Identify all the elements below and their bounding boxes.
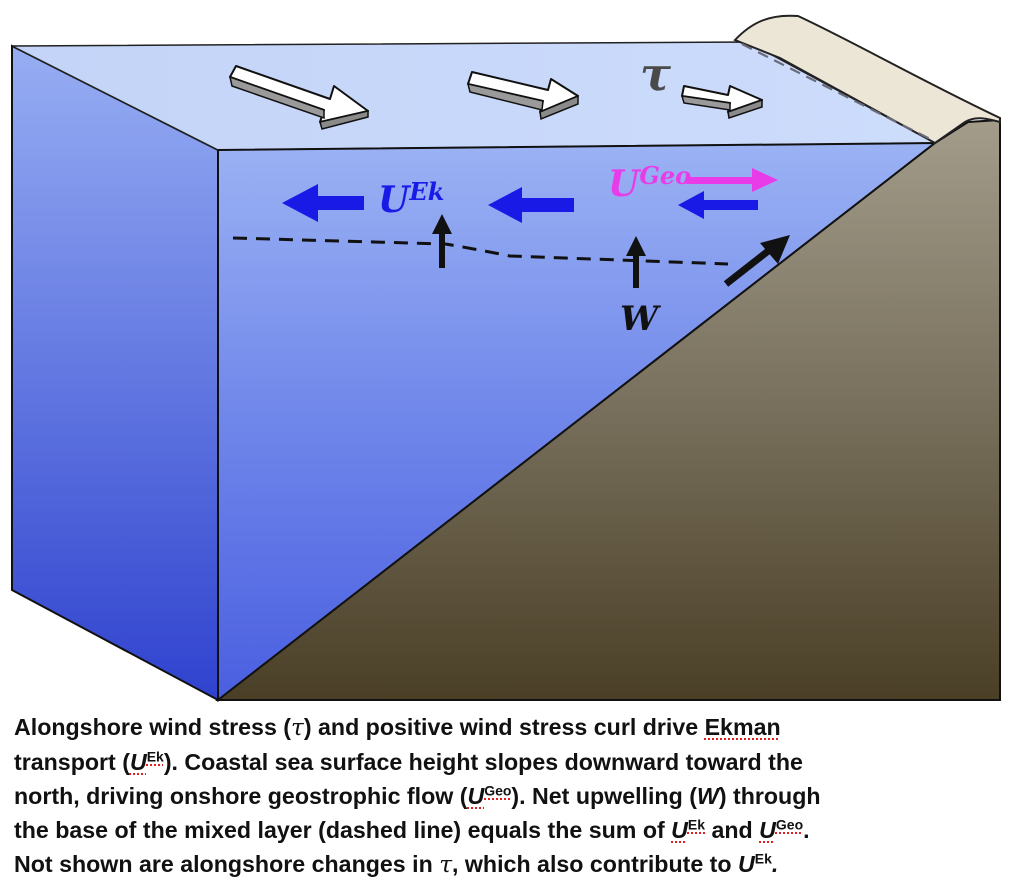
u-ek-label: UEk <box>378 177 444 221</box>
geostrophic-arrow <box>686 168 778 192</box>
shelf-ground <box>215 118 1001 701</box>
slope-upwelling-arrow <box>723 235 790 287</box>
wind-stress-arrow-3 <box>680 85 763 119</box>
upwelling-arrow-2 <box>626 236 646 288</box>
mixed-layer-base-dashed <box>232 236 729 266</box>
w-label: W <box>620 299 661 339</box>
u-geo-label: UGeo <box>608 161 691 205</box>
ekman-arrow-1 <box>282 184 364 222</box>
caption-line-5: Not shown are alongshore changes in τ, w… <box>14 850 779 878</box>
caption-line-1: Alongshore wind stress (τ) and positive … <box>14 714 781 741</box>
ocean-upwelling-diagram: τ UEk UGeo W <box>11 14 1001 703</box>
wind-stress-arrow-1 <box>228 65 369 130</box>
wind-stress-arrow-2 <box>466 71 579 121</box>
geo-return-arrow <box>678 191 758 219</box>
beach-land <box>733 14 1001 145</box>
water-side-face <box>11 44 219 702</box>
caption-line-2: transport (UEk). Coastal sea surface hei… <box>14 748 803 775</box>
upwelling-arrow-1 <box>432 214 452 268</box>
ekman-word: Ekman <box>704 714 781 740</box>
caption-line-4: the base of the mixed layer (dashed line… <box>14 816 810 843</box>
ekman-arrow-2 <box>488 187 574 223</box>
figure-caption: Alongshore wind stress (τ) and positive … <box>14 710 1014 882</box>
caption-line-3: north, driving onshore geostrophic flow … <box>14 782 821 809</box>
tau-label: τ <box>640 47 671 101</box>
